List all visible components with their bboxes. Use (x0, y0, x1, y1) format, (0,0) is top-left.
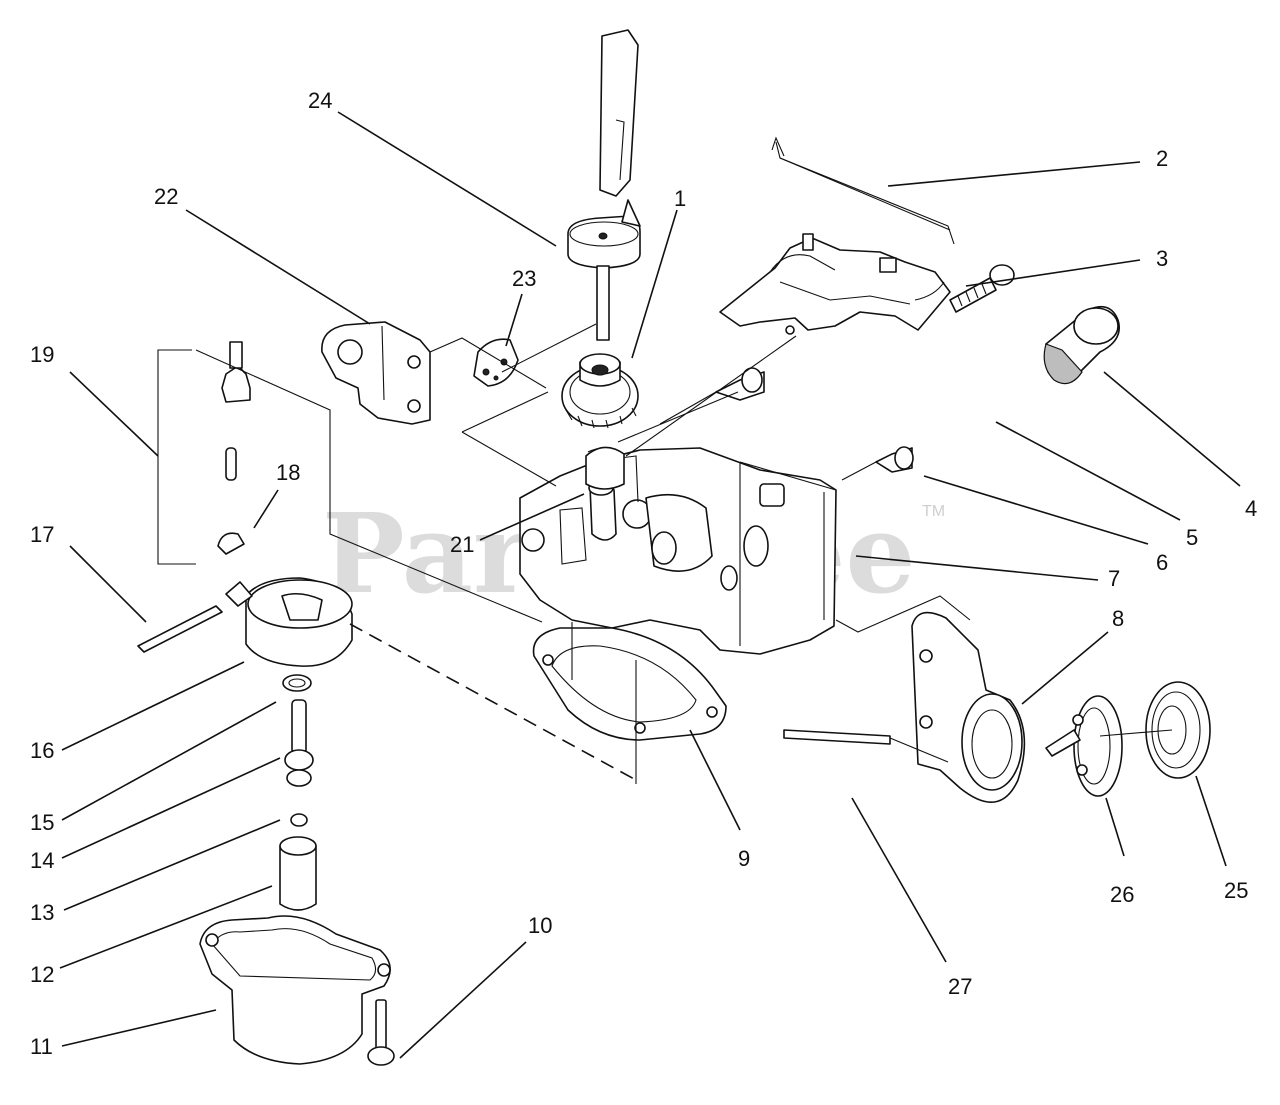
label-7: 7 (1108, 566, 1120, 591)
label-17: 17 (30, 522, 54, 547)
label-11: 11 (30, 1034, 53, 1059)
part-11-float-bowl (199, 915, 391, 1065)
label-5: 5 (1186, 525, 1198, 550)
label-14: 14 (30, 848, 54, 873)
label-19: 19 (30, 342, 54, 367)
label-1: 1 (674, 186, 686, 211)
label-3: 3 (1156, 246, 1168, 271)
label-12: 12 (30, 962, 54, 987)
label-8: 8 (1112, 606, 1124, 631)
part-26-pump (1045, 695, 1123, 797)
label-9: 9 (738, 846, 750, 871)
part-24-choke-shaft (567, 29, 641, 341)
part-22-plate (321, 321, 431, 425)
label-2: 2 (1156, 146, 1168, 171)
part-15-oring (282, 674, 312, 692)
part-1-choke-gear (561, 353, 639, 429)
part-number-labels: 24 1 2 3 4 5 6 7 8 9 10 11 12 13 14 15 1… (30, 88, 1257, 1059)
part-23-gasket (473, 338, 519, 387)
label-22: 22 (154, 184, 178, 209)
carburetor-body (519, 447, 837, 655)
part-10-bowl-screw (367, 999, 395, 1066)
label-10: 10 (528, 913, 552, 938)
part-27-pin (783, 729, 891, 745)
part-13-small-oring (290, 813, 308, 827)
label-24: 24 (308, 88, 332, 113)
part-9-gasket (532, 627, 727, 741)
part-4-filter-cup (1043, 305, 1120, 385)
label-21: 21 (450, 532, 474, 557)
part-19-inlet-needle-kit (157, 341, 251, 565)
label-13: 13 (30, 900, 54, 925)
part-7-needle (659, 367, 765, 425)
leader-lines (59, 111, 1241, 1059)
label-16: 16 (30, 738, 54, 763)
label-18: 18 (276, 460, 300, 485)
part-2-wire-link (771, 136, 955, 245)
label-23: 23 (512, 266, 536, 291)
part-21-spring (585, 446, 625, 490)
part-3-throttle-bracket (719, 233, 951, 335)
part-17-float-pin (137, 605, 223, 653)
part-5-screw (949, 264, 1015, 313)
label-25: 25 (1224, 878, 1248, 903)
part-16-float (225, 577, 353, 667)
part-8-diaphragm-cover (911, 611, 1026, 803)
part-14-main-jet (284, 699, 314, 787)
label-4: 4 (1245, 496, 1257, 521)
part-12-tube (279, 836, 317, 911)
assembly-guide-lines (195, 323, 1173, 784)
label-6: 6 (1156, 550, 1168, 575)
label-27: 27 (948, 974, 972, 999)
part-25-diaphragm (1145, 681, 1211, 779)
watermark-trademark: TM (922, 503, 945, 520)
label-15: 15 (30, 810, 54, 835)
label-26: 26 (1110, 882, 1134, 907)
part-6-needle (841, 446, 914, 481)
